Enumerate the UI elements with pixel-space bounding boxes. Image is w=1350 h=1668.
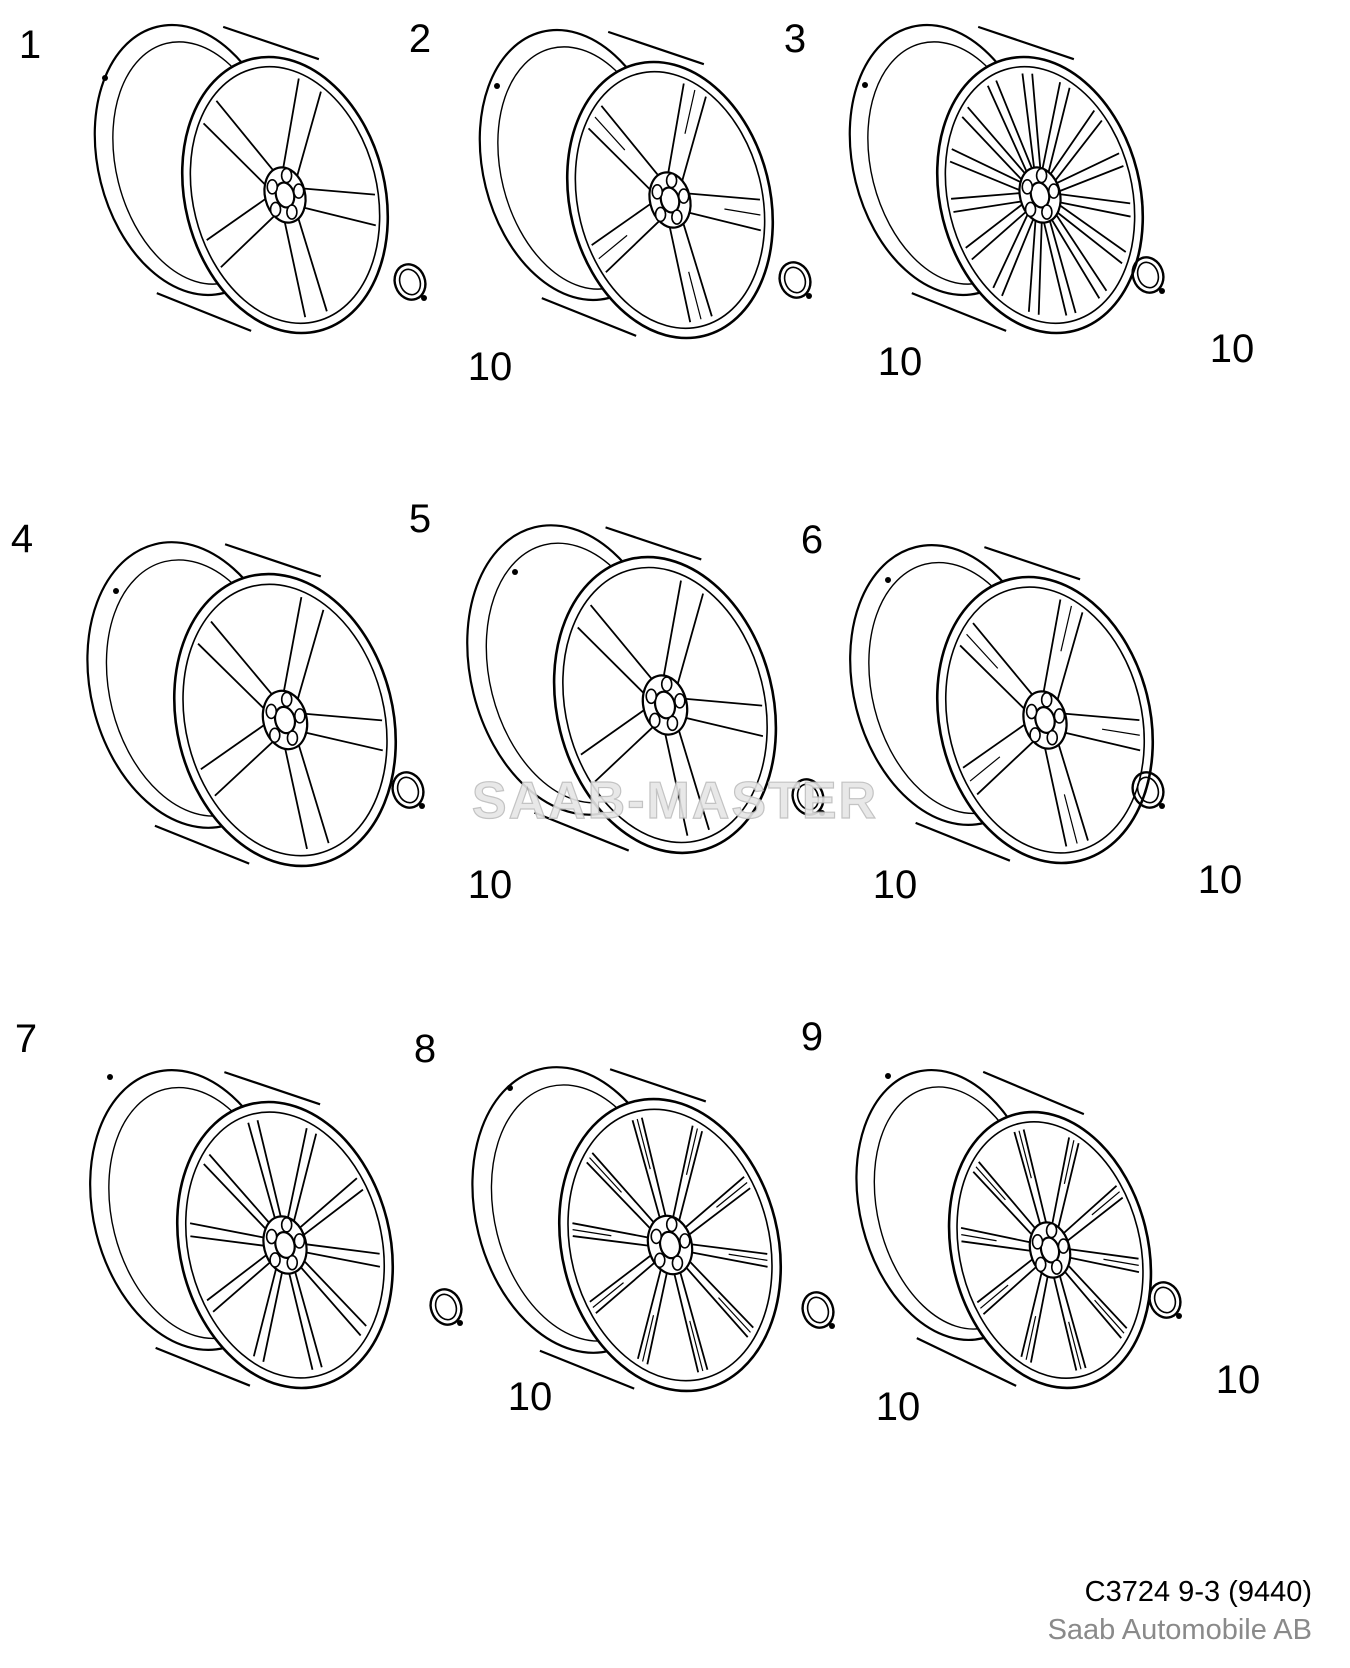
leader-line — [817, 44, 865, 85]
wheel-4-spokes — [197, 596, 383, 850]
wheel-8 — [471, 1066, 783, 1393]
leader-dot — [421, 295, 427, 301]
wheel-7 — [89, 1069, 395, 1390]
wheel-2-spokes — [587, 83, 762, 323]
part-label: 9 — [801, 1015, 823, 1059]
leader-dot — [457, 1320, 463, 1326]
leader-dot — [494, 83, 500, 89]
cap-part-label: 10 — [878, 340, 923, 384]
part-label: 4 — [11, 517, 33, 561]
leader-line — [1179, 1316, 1230, 1357]
part-label: 5 — [409, 497, 431, 541]
center-cap-ring — [429, 1288, 463, 1326]
company-name: Saab Automobile AB — [1047, 1614, 1312, 1646]
leader-dot — [806, 293, 812, 299]
cap-part-label: 10 — [873, 863, 918, 907]
cap-part-label: 10 — [468, 863, 513, 907]
leader-dot — [102, 75, 108, 81]
part-label: 2 — [409, 17, 431, 61]
leader-dot — [829, 1323, 835, 1329]
cap-part-label: 10 — [1216, 1358, 1261, 1402]
wheel-5-spokes — [577, 580, 764, 836]
wheel-3-spokes — [949, 73, 1131, 316]
wheel-1 — [93, 23, 390, 335]
cap-part-label: 10 — [508, 1375, 553, 1419]
center-cap-ring — [391, 771, 425, 809]
leader-line — [1162, 291, 1224, 326]
leader-line — [809, 296, 892, 339]
cap-part-label: 10 — [468, 345, 513, 389]
wheel-3 — [848, 23, 1145, 335]
leader-dot — [1159, 803, 1165, 809]
leader-line — [834, 1042, 888, 1076]
leader-line — [424, 298, 482, 344]
cap-part-label: 10 — [876, 1385, 921, 1429]
leader-line — [832, 1326, 890, 1384]
leader-line — [48, 1044, 110, 1077]
wheel-9-spokes — [960, 1129, 1140, 1371]
center-cap-ring — [393, 263, 427, 301]
leader-dot — [507, 1085, 513, 1091]
center-cap-ring — [1131, 771, 1165, 809]
center-cap-ring — [1148, 1281, 1182, 1319]
watermark: SAAB-MASTER — [472, 772, 878, 830]
leader-dot — [107, 1074, 113, 1080]
wheel-9 — [855, 1069, 1153, 1390]
part-label: 7 — [15, 1017, 37, 1061]
center-cap-ring — [778, 261, 812, 299]
center-cap-ring — [791, 778, 825, 816]
wheel-5 — [466, 524, 778, 855]
cap-part-label: 10 — [1210, 327, 1255, 371]
leader-dot — [885, 577, 891, 583]
leader-dot — [512, 569, 518, 575]
leader-line — [1162, 806, 1212, 857]
part-label: 8 — [414, 1027, 436, 1071]
wheel-7-spokes — [189, 1120, 381, 1370]
leader-dot — [819, 810, 825, 816]
leader-dot — [419, 803, 425, 809]
leader-line — [52, 50, 105, 78]
leader-dot — [862, 82, 868, 88]
center-cap-ring — [1131, 256, 1165, 294]
leader-dot — [885, 1073, 891, 1079]
part-label: 1 — [19, 23, 41, 67]
leader-line — [460, 1323, 522, 1374]
leader-dot — [113, 588, 119, 594]
wheel-6-spokes — [959, 599, 1141, 847]
leader-dot — [1159, 288, 1165, 294]
wheel-4 — [86, 541, 398, 868]
wheel-8-spokes — [572, 1117, 768, 1373]
cap-part-label: 10 — [1198, 858, 1243, 902]
wheel-2 — [478, 28, 775, 340]
wheel-6 — [849, 544, 1155, 865]
part-label: 6 — [801, 518, 823, 562]
wheel-1-spokes — [202, 78, 377, 318]
center-cap-ring — [801, 1291, 835, 1329]
part-label: 3 — [784, 17, 806, 61]
leader-line — [442, 44, 497, 86]
diagram-code: C3724 9-3 (9440) — [1084, 1576, 1312, 1608]
leader-line — [447, 1054, 510, 1088]
leader-dot — [1176, 1313, 1182, 1319]
